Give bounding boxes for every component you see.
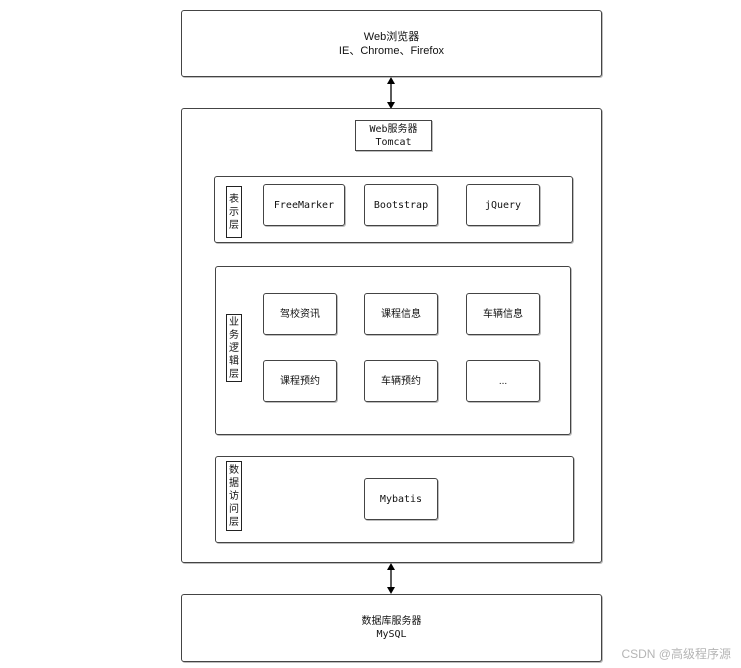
csdn-watermark: CSDN @高级程序源 [621,647,731,661]
component-bootstrap: Bootstrap [364,184,438,226]
web-browser-box: Web浏览器 IE、Chrome、Firefox [181,10,602,77]
component-more: ... [466,360,540,402]
component-freemarker: FreeMarker [263,184,345,226]
web-browser-subtitle: IE、Chrome、Firefox [338,44,445,57]
web-browser-title: Web浏览器 [363,30,420,43]
db-server-title: 数据库服务器 [361,616,422,627]
web-server-title-box: Web服务器 Tomcat [355,120,432,151]
component-driving-school-news: 驾校资讯 [263,293,337,335]
component-mybatis: Mybatis [364,478,438,520]
web-server-subtitle: Tomcat [375,136,412,148]
component-course-booking: 课程预约 [263,360,337,402]
component-jquery: jQuery [466,184,540,226]
component-course-info: 课程信息 [364,293,438,335]
presentation-layer-label: 表示层 [226,186,242,238]
business-layer [215,266,571,435]
component-vehicle-booking: 车辆预约 [364,360,438,402]
business-layer-label: 业务逻辑层 [226,314,242,382]
server-db-arrow [387,563,395,594]
component-vehicle-info: 车辆信息 [466,293,540,335]
data-access-layer-label: 数据访问层 [226,461,242,531]
db-server-box: 数据库服务器 MySQL [181,594,602,662]
browser-server-arrow [387,77,395,109]
db-server-subtitle: MySQL [376,629,407,640]
web-server-title: Web服务器 [369,123,418,135]
